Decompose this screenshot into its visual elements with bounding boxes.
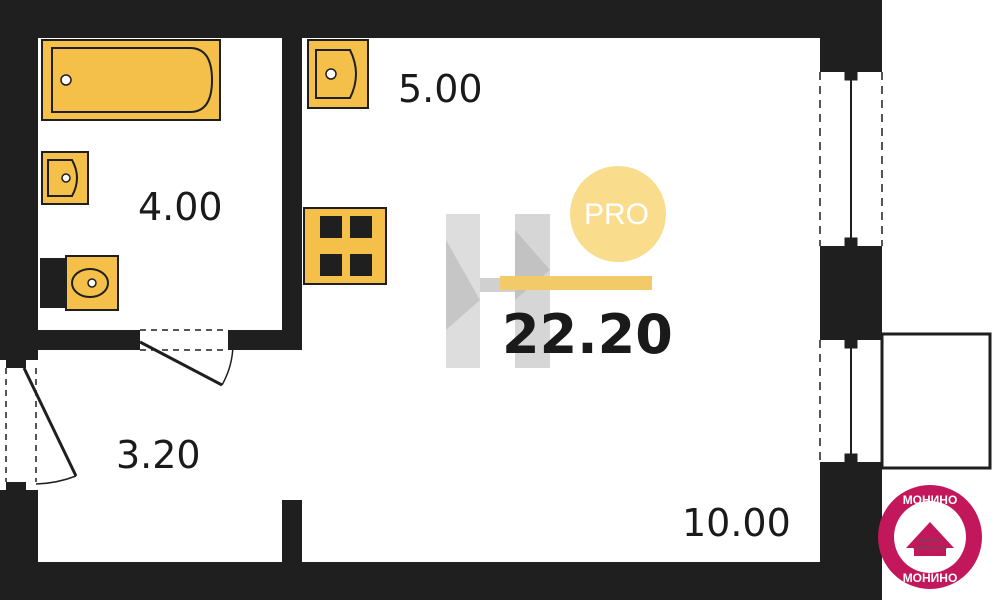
window-icon: [819, 339, 883, 463]
bathtub-icon: [41, 39, 221, 121]
badge-text-top: МОНИНО: [903, 493, 958, 507]
sink-icon: [307, 39, 369, 109]
wall-bottom: [0, 562, 882, 600]
wall-interior-horizontal-left: [0, 330, 140, 350]
balcony: [880, 332, 992, 470]
door-icon: [0, 358, 78, 492]
hall-area-label: 3.20: [116, 433, 201, 477]
badge-text-small-1: Агентство: [919, 538, 942, 544]
door-icon: [130, 329, 238, 387]
walls: [0, 0, 882, 600]
agency-badge: МОНИНО МОНИНО Агентство недвижимости: [878, 485, 982, 589]
wall-left-upper: [0, 0, 38, 360]
total-area-label: 22.20: [502, 303, 673, 366]
wall-right-top: [820, 0, 882, 72]
badge-text-bottom: МОНИНО: [903, 571, 958, 585]
wall-interior-horizontal-right: [232, 330, 302, 350]
wall-stub: [282, 500, 302, 562]
watermark-logo: [446, 166, 666, 368]
wall-right-mid: [820, 246, 882, 340]
living-area-label: 10.00: [682, 501, 791, 545]
wall-right-bottom: [820, 462, 882, 600]
bathroom-area-label: 4.00: [138, 185, 223, 229]
wall-interior-vertical: [282, 38, 302, 350]
stove-icon: [303, 207, 387, 285]
sink-icon: [41, 151, 89, 205]
toilet-icon: [40, 255, 119, 311]
wall-top: [0, 0, 882, 38]
watermark-pro-label: PRO: [584, 198, 650, 231]
window-icon: [819, 71, 883, 247]
badge-text-small-2: недвижимости: [913, 545, 947, 551]
kitchen-area-label: 5.00: [398, 67, 483, 111]
